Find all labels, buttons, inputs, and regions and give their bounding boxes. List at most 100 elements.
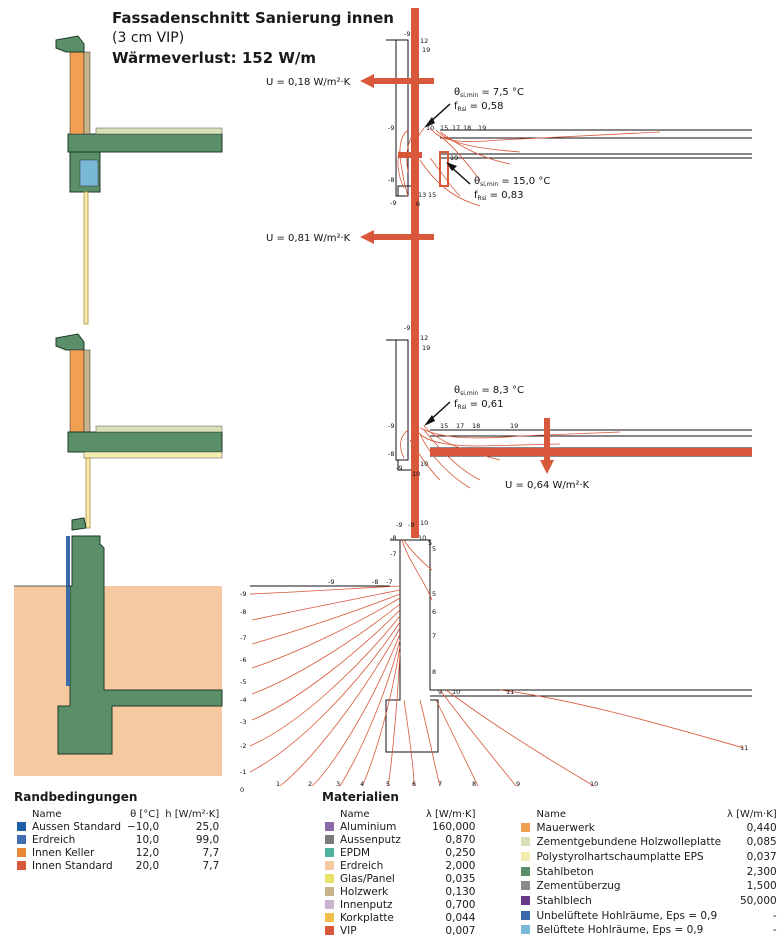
color-swatch [325,848,334,857]
color-swatch [325,900,334,909]
legend-cell-lambda: 0,250 [445,847,476,859]
legend-row: Unbelüftete Hohlräume, Eps = 0,9- [518,909,779,924]
legend-cell-lambda: 0,440 [746,821,777,834]
iso-label: 15 [428,191,436,199]
iso-label: 10 [590,780,598,788]
legend-cell-name: VIP [340,925,357,937]
iso-label: -2 [240,742,246,750]
color-swatch [521,910,531,920]
legend-cell-name: Unbelüftete Hohlräume, Eps = 0,9 [536,909,718,922]
temp-callout-3: θsi,min = 8,3 °C fRsi = 0,61 [454,385,524,411]
heat-arrow-middle-shaft [372,234,434,240]
legend-cell-lambda: 2,300 [746,865,777,878]
iso-label: -8 [388,450,394,458]
floor-slab-upper [67,133,223,153]
u-value-lower: U = 0,64 W/m²·K [505,480,590,491]
iso-label: 15 [440,124,448,132]
color-swatch [17,861,26,870]
legend-cell-lambda: 2,000 [445,860,476,872]
iso-label: 10 [420,460,428,468]
isotherm-diagram [249,8,752,787]
isotherms-top [397,127,661,207]
legend-cell-name: Belüftete Hohlräume, Eps = 0,9 [536,924,704,937]
legend-cell-name: Mauerwerk [536,821,595,834]
color-swatch [521,866,531,876]
soil-region [14,586,222,776]
window-glazing-upper [83,191,89,325]
legend-cell-theta: 20,0 [135,860,160,872]
legend-row: Mauerwerk 0,440 [518,821,779,836]
legend-cell-name: Polystyrolhartschaumplatte EPS [536,851,704,864]
legend-cell-name: Aussen Standard [32,821,121,833]
color-swatch [325,874,334,883]
iso-label: 11 [740,744,748,752]
iso-label: -8 [372,578,378,586]
floor-screed-middle [95,425,223,433]
geometry-outline [250,39,752,753]
iso-label: 5 [386,780,390,788]
boundary-conditions-table: Name θ [°C] h [W/m²·K] Aussen Standard−1… [14,808,222,873]
iso-label: -9 [404,30,410,38]
vip-insulation-band [398,8,752,538]
iso-label: 18 [472,422,480,430]
legend-cell-lambda: 50,000 [739,894,777,907]
isotherm-labels: -9 12 19 -9 10 15 17 18 19 19 -8 13 15 -… [240,30,748,794]
masonry-wall-upper [69,51,85,135]
iso-label: 18 [463,124,471,132]
legend-row: Belüftete Hohlräume, Eps = 0,9- [518,923,779,938]
legend-cell-lambda: 160,000 [432,821,476,833]
col-header-lambda: λ [W/m·K] [425,809,476,820]
iso-label: -6 [240,656,246,664]
iso-label: -8 [240,608,246,616]
iso-label: -3 [240,718,246,726]
iso-label: 7 [432,632,436,640]
iso-label: 2 [308,780,312,788]
wall-inner-layers-upper [83,51,91,135]
iso-label: 6 [412,780,416,788]
iso-label: 1 [276,780,280,788]
iso-label: -9 [388,422,394,430]
masonry-wall-middle [69,349,85,433]
legend-cell-h: 7,7 [202,860,220,872]
boundary-conditions-legend: Randbedingungen Name θ [°C] h [W/m²·K] A… [14,790,222,873]
color-swatch [17,835,26,844]
heat-arrow-upper-head [360,74,374,88]
legend-cell-lambda: 0,870 [445,834,476,846]
svg-text:fRsi = 0,58: fRsi = 0,58 [454,101,504,113]
svg-text:θsi,min = 7,5 °C: θsi,min = 7,5 °C [454,87,524,99]
col-header-h: h [W/m²·K] [165,809,220,820]
iso-label: 10 [418,534,426,542]
legend-cell-h: 7,7 [202,847,220,859]
legend-cell-name: Erdreich [32,834,76,846]
color-swatch [17,848,26,857]
color-swatch [521,895,531,905]
iso-label: 19 [422,46,430,54]
diagram-subtitle: (3 cm VIP) [112,30,185,46]
svg-text:fRsi = 0,83: fRsi = 0,83 [474,190,524,202]
color-swatch [521,881,531,891]
color-swatch [325,887,334,896]
legend-cell-lambda: 0,035 [445,873,476,885]
cornice-upper [55,35,85,53]
isotherms-middle [400,425,621,489]
iso-label: -8 [388,176,394,184]
basement-outer-layer [66,536,70,686]
legend-cell-lambda: 0,700 [445,899,476,911]
legend-cell-name: Innen Keller [32,847,95,859]
materials-heading: Materialien [322,790,399,804]
iso-label: 9 [438,688,442,696]
svg-text:θsi,min = 8,3 °C: θsi,min = 8,3 °C [454,385,524,397]
iso-label: -5 [240,678,246,686]
iso-label: -1 [240,768,246,776]
wall-inner-layers-middle [83,349,91,433]
color-swatch [521,852,531,862]
iso-label: -9 [390,199,396,207]
iso-label: -9 [328,578,334,586]
